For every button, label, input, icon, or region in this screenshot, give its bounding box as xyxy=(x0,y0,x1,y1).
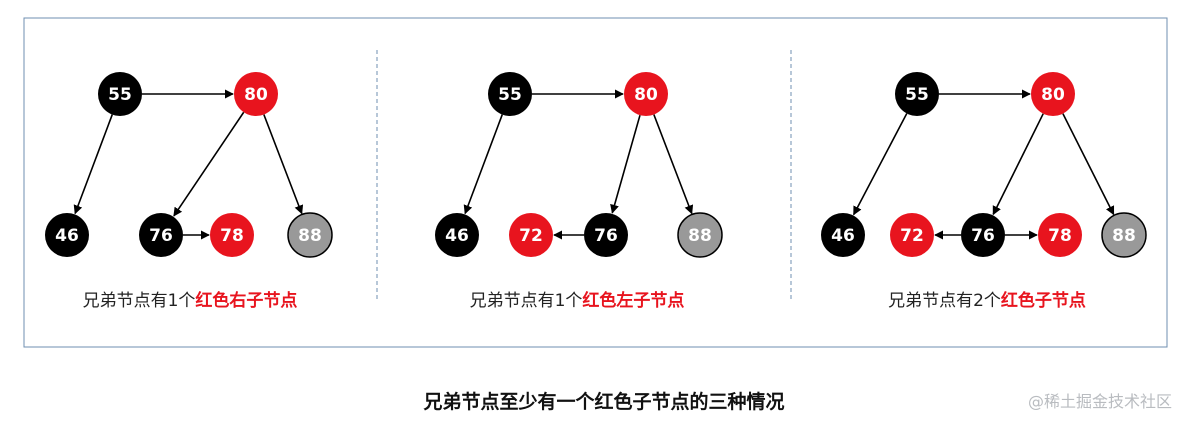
edge-arrow xyxy=(852,113,908,216)
node-black xyxy=(821,213,865,257)
node-label: 72 xyxy=(519,226,543,246)
node-red xyxy=(890,213,934,257)
node-label: 72 xyxy=(900,226,924,246)
caption-text: 兄弟节点有1个 xyxy=(470,291,583,311)
node-label: 46 xyxy=(55,226,79,246)
caption-highlight: 红色左子节点 xyxy=(582,290,684,311)
node-label: 80 xyxy=(634,85,658,105)
caption-highlight: 红色子节点 xyxy=(1001,290,1086,311)
node-label: 76 xyxy=(149,226,173,246)
node-gray xyxy=(677,212,723,258)
panel-caption: 兄弟节点有2个红色子节点 xyxy=(888,290,1086,311)
node-red xyxy=(234,72,278,116)
node-black xyxy=(488,72,532,116)
node-black xyxy=(435,213,479,257)
panel-caption: 兄弟节点有1个红色右子节点 xyxy=(83,290,298,311)
node-red xyxy=(624,72,668,116)
node-label: 78 xyxy=(220,226,244,246)
node-label: 76 xyxy=(971,226,995,246)
panel-1: 55 80 46 76 78 88 兄弟节点有1个红色右子节点 xyxy=(45,72,333,311)
node-label: 76 xyxy=(594,226,618,246)
diagram-title: 兄弟节点至少有一个红色子节点的三种情况 xyxy=(422,390,784,413)
node-red xyxy=(1031,72,1075,116)
edge-arrow xyxy=(653,114,694,215)
caption-text: 兄弟节点有2个 xyxy=(888,291,1001,311)
node-red xyxy=(1038,213,1082,257)
node-black xyxy=(584,213,628,257)
panel-caption: 兄弟节点有1个红色左子节点 xyxy=(470,290,685,311)
edge-arrow xyxy=(1062,113,1115,216)
node-label: 46 xyxy=(445,226,469,246)
edge-arrow xyxy=(73,114,114,215)
node-gray xyxy=(1101,212,1147,258)
edge-arrow xyxy=(992,113,1044,216)
node-label: 80 xyxy=(1041,85,1065,105)
node-black xyxy=(895,72,939,116)
node-label: 88 xyxy=(1112,226,1136,246)
node-red xyxy=(210,213,254,257)
node-red xyxy=(509,213,553,257)
node-black xyxy=(45,213,89,257)
node-black xyxy=(961,213,1005,257)
node-black xyxy=(139,213,183,257)
frame-border xyxy=(23,17,1168,348)
node-black xyxy=(98,72,142,116)
panel-2: 55 80 46 72 76 88 兄弟节点有1个红色左子节点 xyxy=(435,72,723,311)
panel-3: 55 80 46 72 76 78 88 兄弟节点有2个红色子节点 xyxy=(821,72,1147,311)
node-label: 55 xyxy=(905,85,929,105)
caption-highlight: 红色右子节点 xyxy=(195,290,297,311)
node-label: 88 xyxy=(688,226,712,246)
watermark: @稀土掘金技术社区 xyxy=(1028,392,1172,411)
edge-arrow xyxy=(463,114,504,215)
node-label: 55 xyxy=(498,85,522,105)
edge-arrow xyxy=(263,114,304,215)
node-gray xyxy=(287,212,333,258)
edge-arrow xyxy=(173,111,245,217)
node-label: 46 xyxy=(831,226,855,246)
node-label: 80 xyxy=(244,85,268,105)
node-label: 55 xyxy=(108,85,132,105)
node-label: 88 xyxy=(298,226,322,246)
caption-text: 兄弟节点有1个 xyxy=(83,291,196,311)
edge-arrow xyxy=(610,114,641,214)
node-label: 78 xyxy=(1048,226,1072,246)
